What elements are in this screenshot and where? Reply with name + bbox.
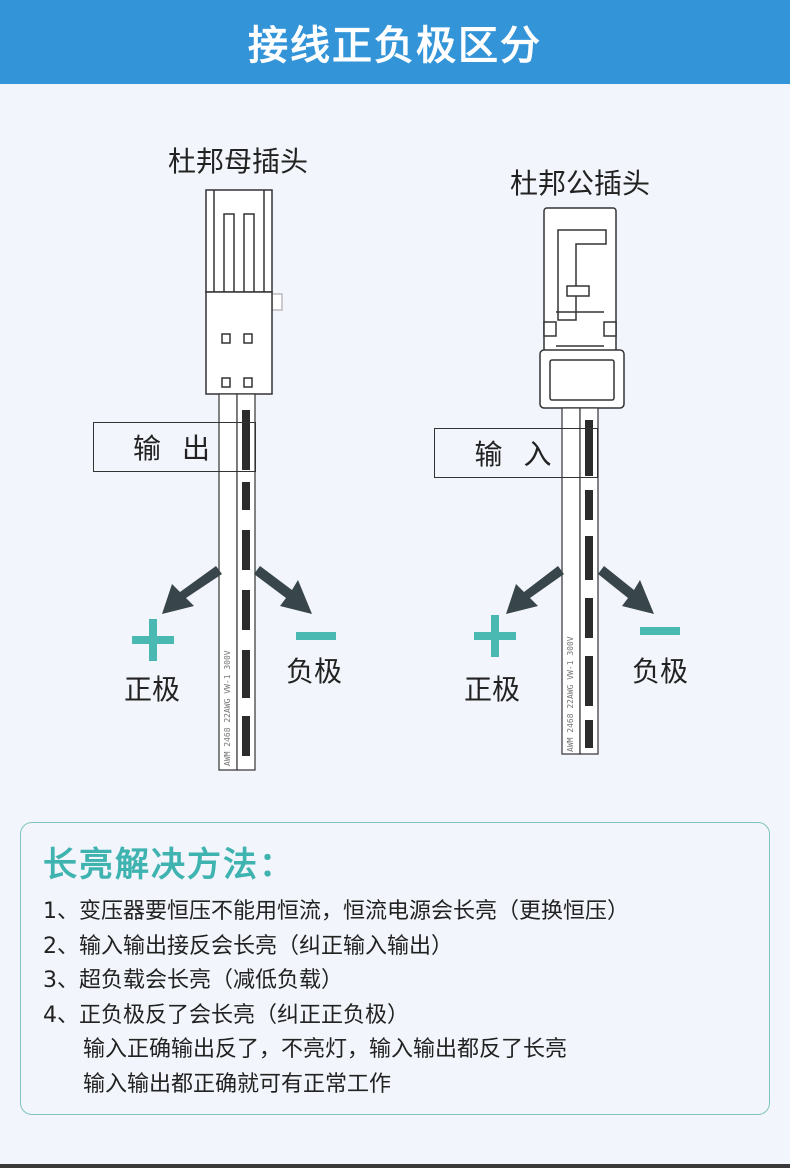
female-negative-label: 负极 — [286, 655, 343, 688]
female-wires: AWM 2468 22AWG VW-1 300V — [218, 393, 256, 771]
male-arrows — [506, 566, 654, 614]
solution-panel: 长亮解决方法： 1、变压器要恒压不能用恒流，恒流电源会长亮（更换恒压） 2、输入… — [20, 822, 770, 1115]
male-connector-title: 杜邦公插头 — [510, 167, 651, 200]
list-item: 2、输入输出接反会长亮（纠正输入输出） — [43, 933, 453, 959]
list-item: 3、超负载会长亮（减低负载） — [43, 968, 343, 993]
output-label: 输 出 — [133, 432, 216, 465]
list-item: 输入输出都正确就可有正常工作 — [83, 1071, 392, 1097]
input-label: 输 入 — [474, 438, 558, 471]
output-label-box: 输 出 — [93, 422, 256, 472]
male-wires: AWM 2468 22AWG VW-1 300V — [561, 407, 599, 755]
female-positive-label: 正极 — [124, 673, 181, 706]
female-connector — [205, 189, 283, 395]
female-connector-title: 杜邦母插头 — [168, 145, 309, 178]
panel-title: 长亮解决方法： — [43, 845, 295, 885]
list-item: 4、正负极反了会长亮（纠正正负极） — [43, 1002, 409, 1028]
page-title: 接线正负极区分 — [248, 23, 542, 69]
male-connector — [539, 207, 625, 409]
list-item: 输入正确输出反了，不亮灯，输入输出都反了长亮 — [83, 1037, 568, 1062]
solution-list: 1、变压器要恒压不能用恒流，恒流电源会长亮（更换恒压） 2、输入输出接反会长亮（… — [43, 895, 629, 1102]
connector-drawing: AWM 2468 22AWG VW-1 300V — [132, 189, 680, 771]
list-item: 1、变压器要恒压不能用恒流，恒流电源会长亮（更换恒压） — [43, 899, 629, 924]
female-arrows — [162, 566, 312, 614]
female-polarity-symbols — [132, 619, 336, 661]
footer-divider — [0, 1164, 790, 1168]
male-wire-print: AWM 2468 22AWG VW-1 300V — [566, 636, 575, 752]
male-polarity-symbols — [474, 615, 680, 657]
male-positive-label: 正极 — [464, 673, 521, 706]
wiring-diagram: 杜邦母插头 杜邦公插头 — [0, 84, 790, 814]
input-label-box: 输 入 — [434, 428, 598, 478]
female-wire-print: AWM 2468 22AWG VW-1 300V — [223, 650, 232, 766]
header-banner: 接线正负极区分 — [0, 0, 790, 84]
male-negative-label: 负极 — [632, 655, 689, 688]
